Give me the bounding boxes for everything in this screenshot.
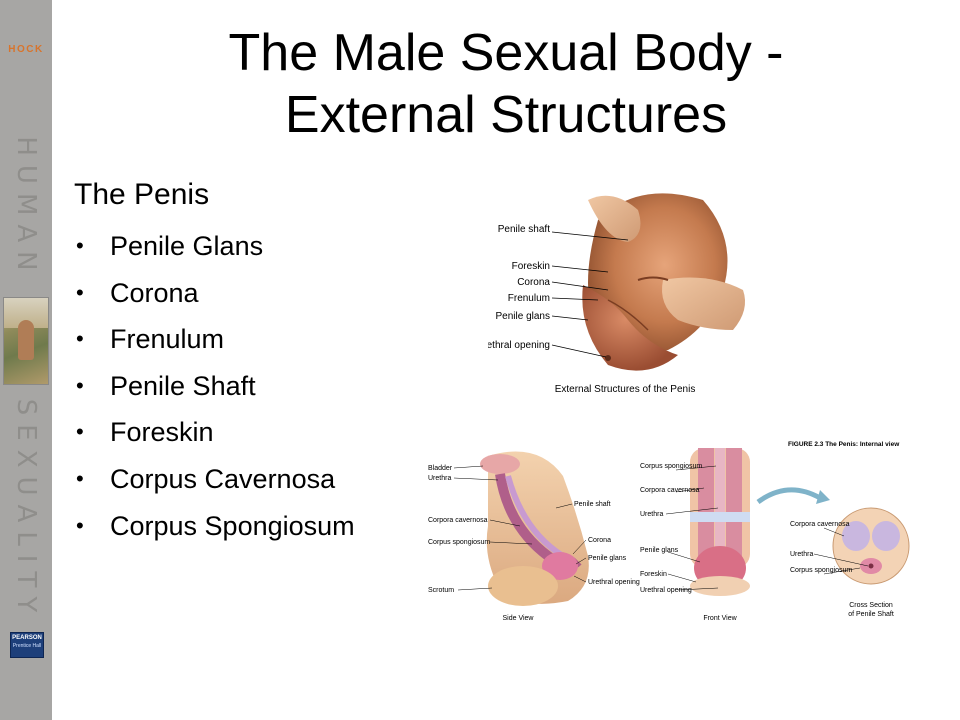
label-urethra-cross: Urethra	[790, 551, 813, 558]
book-title-word-sexuality: SEXUALITY	[11, 398, 41, 622]
label-corpora-cavernosa-side: Corpora cavernosa	[428, 517, 488, 524]
publisher-logo: PEARSON Prentice Hall	[10, 632, 44, 658]
slide-title-line-2: External Structures	[284, 86, 728, 144]
figure-caption-external: External Structures of the Penis	[555, 384, 696, 395]
bullet-item: •Foreskin	[76, 417, 214, 448]
caption-side-view: Side View	[502, 615, 534, 622]
bullet-item: •Frenulum	[76, 324, 225, 355]
label-urethral-opening: Urethral opening	[488, 340, 550, 351]
label-penile-shaft: Penile shaft	[498, 224, 550, 235]
label-urethra-side: Urethra	[428, 475, 451, 482]
slide-title-line-1: The Male Sexual Body -	[228, 24, 784, 82]
label-corona: Corona	[517, 277, 550, 288]
label-corpus-spongiosum-side: Corpus spongiosum	[428, 539, 490, 546]
bullet-item: •Corpus Spongiosum	[76, 510, 355, 541]
cross-section-illustration	[832, 507, 910, 585]
bullet-item: •Corona	[76, 277, 199, 308]
label-foreskin: Foreskin	[512, 261, 550, 272]
arrow-icon	[756, 487, 822, 505]
label-penile-shaft-side: Penile shaft	[574, 501, 611, 508]
label-corona-side: Corona	[588, 537, 611, 544]
label-scrotum: Scrotum	[428, 587, 454, 594]
bullet-item: •Penile Shaft	[76, 370, 256, 401]
figure-title-internal: FIGURE 2.3 The Penis: Internal view	[788, 441, 900, 448]
book-title-word-human: HUMAN	[11, 136, 41, 280]
label-penile-glans: Penile glans	[496, 311, 550, 322]
label-corpora-cavernosa-front: Corpora cavernosa	[640, 487, 700, 494]
label-foreskin-front: Foreskin	[640, 571, 667, 578]
caption-front-view: Front View	[703, 615, 737, 622]
label-urethral-opening-side: Urethral opening	[588, 579, 640, 586]
section-subheading: The Penis	[74, 178, 210, 211]
cover-photo	[3, 297, 49, 385]
arrowhead-icon	[816, 490, 830, 504]
bullet-item: •Penile Glans	[76, 231, 264, 261]
caption-cross-section-1: Cross Section	[849, 602, 893, 609]
label-penile-glans-front: Penile glans	[640, 547, 679, 554]
caption-cross-section-2: of Penile Shaft	[848, 611, 894, 618]
bullet-list: •Penile Glans •Corona •Frenulum •Penile …	[74, 226, 355, 552]
external-structures-figure: Penile shaft Foreskin Corona Frenulum Pe…	[488, 193, 746, 395]
bullet-item: •Corpus Cavernosa	[76, 463, 336, 494]
label-urethra-front: Urethra	[640, 511, 663, 518]
publisher-mark: HOCK	[8, 44, 44, 55]
front-view-illustration	[690, 448, 750, 596]
label-corpora-cavernosa-cross: Corpora cavernosa	[790, 521, 850, 528]
side-view-illustration	[480, 451, 589, 606]
label-corpus-spongiosum-front: Corpus spongiosum	[640, 463, 702, 470]
label-corpus-spongiosum-cross: Corpus spongiosum	[790, 567, 852, 574]
slide-title: The Male Sexual Body - External Structur…	[52, 22, 960, 146]
internal-view-figure: Bladder Urethra Corpora cavernosa Corpus…	[428, 441, 910, 622]
book-brand-strip: HOCK HUMAN SEXUALITY PEARSON Prentice Ha…	[0, 0, 52, 720]
label-frenulum: Frenulum	[508, 293, 550, 304]
label-bladder: Bladder	[428, 465, 453, 472]
label-urethral-opening-front: Urethral opening	[640, 587, 692, 594]
label-penile-glans-side: Penile glans	[588, 555, 627, 562]
